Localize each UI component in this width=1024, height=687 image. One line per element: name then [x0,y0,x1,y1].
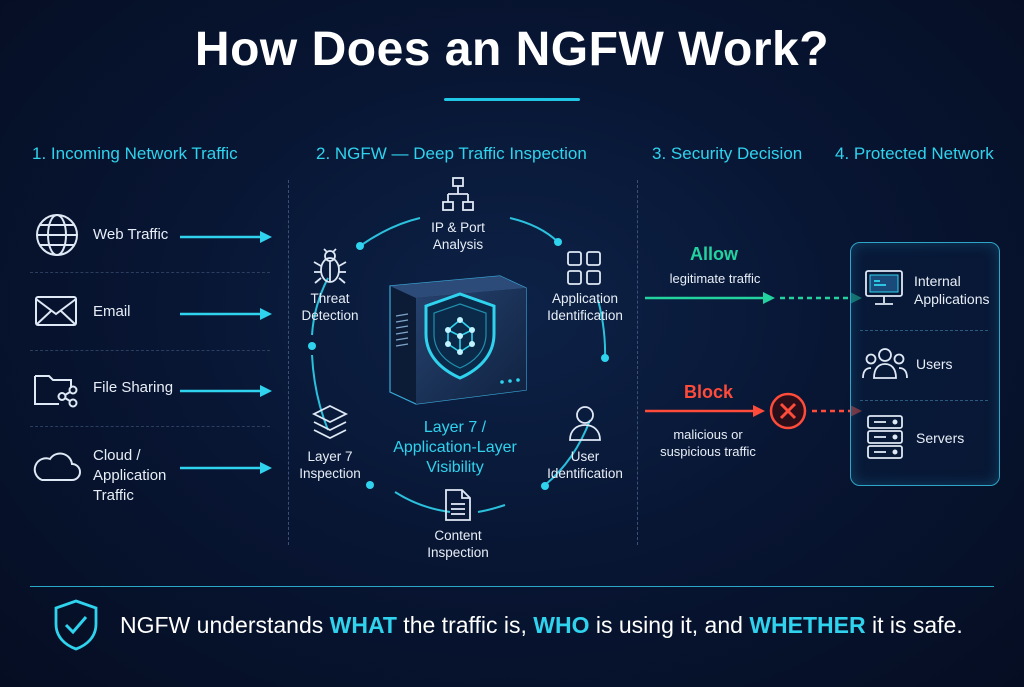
file-sharing-arrow [180,383,272,399]
shield-network-icon [420,290,500,382]
document-icon [444,488,472,522]
footer-part-2: the traffic is, [396,612,534,638]
email-label: Email [93,303,131,320]
panel-separator [860,400,988,401]
globe-icon [34,212,80,258]
ip-port-analysis-label: IP & Port Analysis [403,219,513,253]
block-desc-line-1: malicious or [673,427,743,442]
panel-separator [860,330,988,331]
cloud-label-line-2: Application [93,467,167,484]
users-icon [862,346,908,382]
user-id-line-2: Identification [547,466,623,481]
ip-port-line-2: Analysis [432,237,484,252]
user-id-line-1: User [570,449,600,464]
content-inspection-label: Content Inspection [403,527,513,561]
internal-line-1: Internal [914,273,961,289]
bug-icon [312,248,348,286]
users-label: Users [916,356,953,372]
inspection-ring [300,180,630,560]
block-label: Block [684,382,734,402]
cloud-traffic-arrow [180,460,272,476]
ip-port-line-1: IP & Port [431,220,485,235]
internal-applications-label: Internal Applications [914,272,990,308]
center-text-line-2: Application-Layer [393,439,517,456]
footer-part-1: NGFW understands [120,612,330,638]
block-arrow [645,403,765,419]
app-id-line-2: Identification [547,308,623,323]
web-traffic-arrow [180,229,272,245]
footer-what: WHAT [329,612,397,638]
user-identification-label: User Identification [532,448,638,482]
file-sharing-label: File Sharing [93,379,174,396]
footer-part-3: is using it, and [589,612,750,638]
layers-icon [311,404,349,442]
step-4-heading: 4. Protected Network [835,144,994,163]
threat-line-1: Threat [310,291,350,306]
footer-divider [30,586,994,587]
envelope-icon [34,294,78,328]
web-traffic-label: Web Traffic [93,226,169,243]
cloud-icon [30,448,82,484]
step-1-heading: 1. Incoming Network Traffic [32,144,238,163]
title-underline [444,98,580,101]
row-separator [30,350,270,351]
row-separator [30,426,270,427]
column-separator-2 [637,180,638,545]
allow-arrow [645,290,775,306]
layer7-visibility-text: Layer 7 / Application-Layer Visibility [370,418,540,478]
block-description: malicious or suspicious traffic [650,426,766,460]
server-icon [866,414,904,460]
cloud-label-line-3: Traffic [93,487,134,504]
threat-detection-label: Threat Detection [278,290,382,324]
app-id-line-1: Application [551,291,619,306]
allow-description: legitimate traffic [669,271,761,286]
footer-who: WHO [533,612,590,638]
allow-label: Allow [690,244,738,264]
internal-line-2: Applications [914,291,990,307]
user-icon [568,404,602,442]
page-title: How Does an NGFW Work? [194,23,830,76]
monitor-icon [864,268,904,308]
layer7-line-2: Inspection [299,466,361,481]
block-desc-line-2: suspicious traffic [660,444,756,459]
app-grid-icon [566,250,602,286]
footer-statement: NGFW understands WHAT the traffic is, WH… [120,612,963,639]
cloud-traffic-label: Cloud / Application Traffic [93,446,166,506]
row-separator [30,272,270,273]
cloud-label-line-1: Cloud / [93,447,141,464]
application-identification-label: Application Identification [532,290,638,324]
layer7-line-1: Layer 7 [307,449,353,464]
content-line-2: Inspection [427,545,489,560]
column-separator-1 [288,180,289,545]
step-2-heading: 2. NGFW — Deep Traffic Inspection [316,144,587,163]
content-line-1: Content [434,528,482,543]
block-x-icon [768,391,808,431]
layer7-inspection-label: Layer 7 Inspection [278,448,382,482]
shield-check-icon [52,598,100,652]
center-text-line-1: Layer 7 / [423,419,487,436]
threat-line-2: Detection [301,308,359,323]
network-tree-icon [441,176,475,212]
center-text-line-3: Visibility [426,459,484,476]
footer-whether: WHETHER [749,612,866,638]
footer-part-4: it is safe. [865,612,963,638]
step-3-heading: 3. Security Decision [652,144,803,163]
folder-share-icon [33,368,79,408]
email-arrow [180,306,272,322]
servers-label: Servers [916,430,965,446]
